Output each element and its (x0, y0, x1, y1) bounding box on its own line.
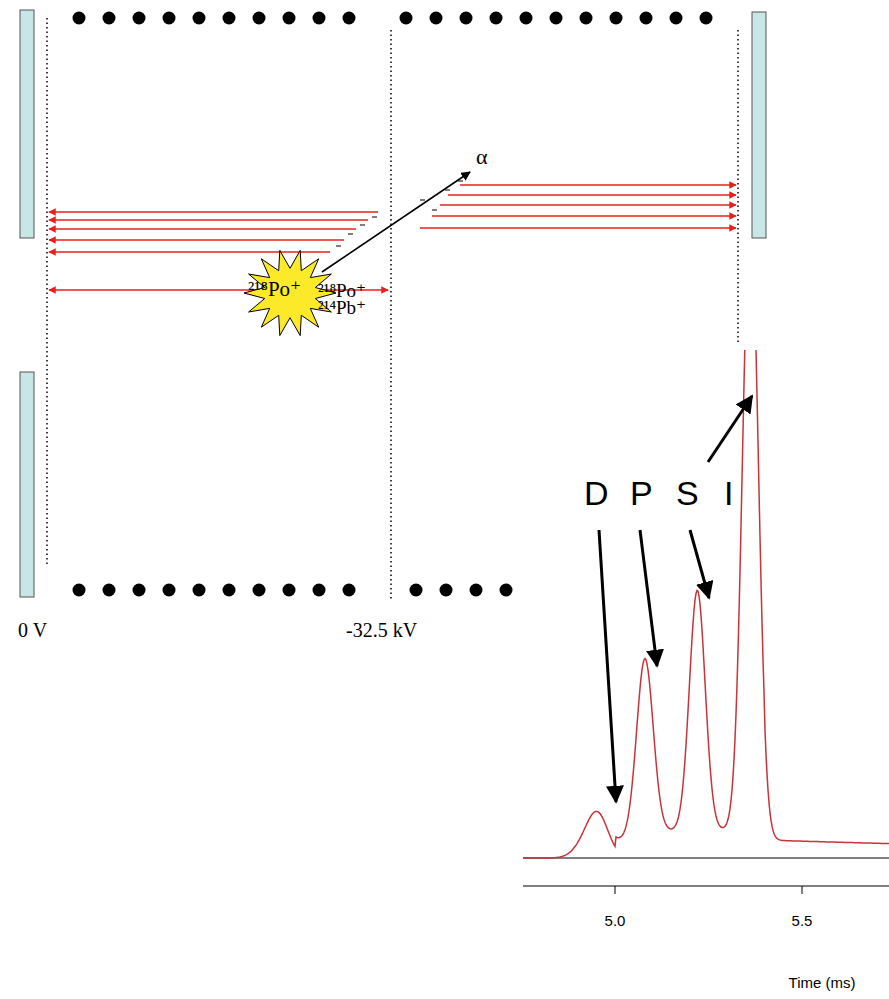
ring-electrode (223, 584, 236, 597)
ring-electrode (410, 584, 423, 597)
ring-electrode (430, 12, 443, 25)
peak-letter: S (676, 476, 699, 510)
ring-electrodes (73, 12, 713, 597)
ring-electrode (460, 12, 473, 25)
axis-title: Time (ms) (789, 975, 856, 990)
grid-line (737, 30, 739, 345)
ring-electrode (133, 584, 146, 597)
ion-label: ²¹⁸Po⁺ (248, 279, 301, 300)
ion-paths (49, 185, 736, 290)
time-axis (523, 886, 889, 887)
peak-letter: P (630, 476, 653, 510)
voltage-label: 0 V (18, 620, 47, 640)
ring-electrode (283, 12, 296, 25)
ring-electrode (133, 12, 146, 25)
ring-electrode (283, 584, 296, 597)
ring-electrode (343, 12, 356, 25)
ring-electrode (440, 584, 453, 597)
ring-electrode (223, 12, 236, 25)
ring-electrode (103, 584, 116, 597)
grid-line (390, 30, 392, 600)
ring-electrode (193, 584, 206, 597)
ring-electrode (470, 584, 483, 597)
ring-electrode (670, 12, 683, 25)
ring-electrode (163, 584, 176, 597)
ring-electrode (550, 12, 563, 25)
ring-electrode (73, 584, 86, 597)
tick-label: 5.0 (605, 913, 626, 928)
voltage-label: -32.5 kV (346, 620, 417, 640)
electrode-plate (20, 372, 34, 597)
peak-pointers (599, 396, 752, 802)
ring-electrode (580, 12, 593, 25)
grid-line (46, 18, 48, 566)
particle-label: α (476, 146, 488, 168)
spectrum-curve (523, 350, 889, 858)
ring-electrode (343, 584, 356, 597)
detector-plate (752, 12, 766, 238)
ring-electrode (520, 12, 533, 25)
axis-tick (802, 886, 803, 894)
electron-marks (336, 181, 463, 246)
ring-electrode (253, 584, 266, 597)
peak-letter: I (724, 476, 733, 510)
ring-electrode (253, 12, 266, 25)
tick-label: 5.5 (792, 913, 813, 928)
ring-electrode (400, 12, 413, 25)
ring-electrode (610, 12, 623, 25)
peak-letter: D (584, 476, 609, 510)
ring-electrode (73, 12, 86, 25)
ring-electrode (640, 12, 653, 25)
ring-electrode (163, 12, 176, 25)
ring-electrode (313, 584, 326, 597)
ion-label: ²¹⁴Pb⁺ (318, 298, 366, 317)
ring-electrode (193, 12, 206, 25)
electrode-plate (20, 10, 34, 238)
ring-electrode (490, 12, 503, 25)
ring-electrode (103, 12, 116, 25)
baseline (523, 858, 889, 859)
ring-electrode (500, 584, 513, 597)
ring-electrode (700, 12, 713, 25)
alpha-track (322, 172, 470, 272)
axis-tick (615, 886, 616, 894)
ring-electrode (313, 12, 326, 25)
